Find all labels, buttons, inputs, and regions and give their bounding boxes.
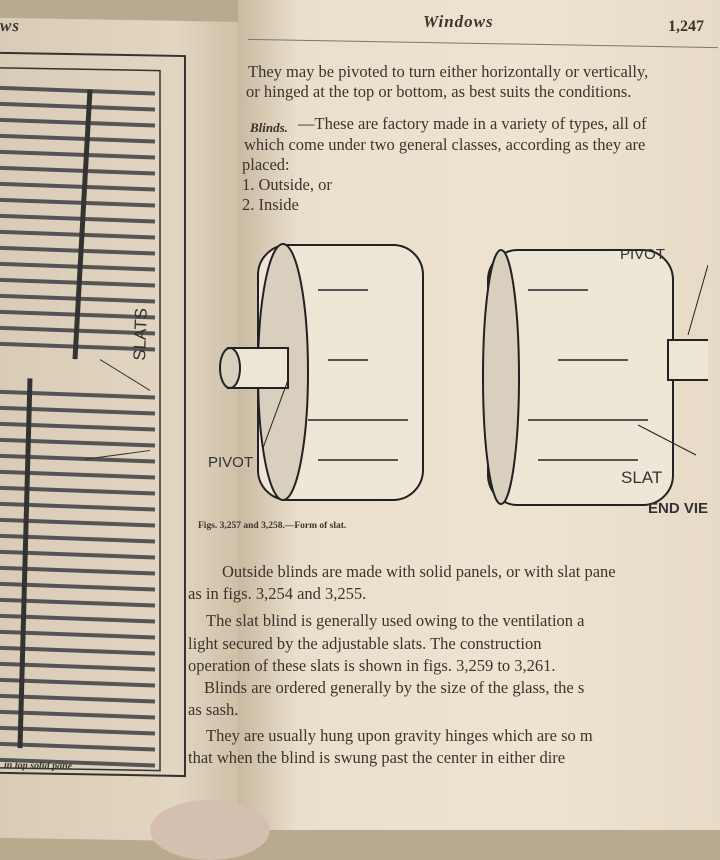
slat-line xyxy=(0,261,156,272)
slat-line xyxy=(0,405,156,416)
list-item-2: 2. Inside xyxy=(242,195,299,214)
slat-line xyxy=(0,133,156,144)
figure-caption: Figs. 3,257 and 3,258.—Form of slat. xyxy=(198,521,347,531)
pivot-label-right: PIVOT xyxy=(620,246,666,263)
slat-line xyxy=(0,197,156,208)
slat-line xyxy=(0,229,156,240)
slat-line xyxy=(0,757,156,768)
slat-line xyxy=(0,165,156,176)
slat-line xyxy=(0,741,156,752)
para1-line1: They may be pivoted to turn either horiz… xyxy=(248,62,649,81)
slat-line xyxy=(0,389,156,400)
left-running-head: ws xyxy=(0,15,20,36)
slat-line xyxy=(0,709,156,720)
slat-line xyxy=(0,453,156,464)
slat-line xyxy=(0,501,156,512)
slat-line xyxy=(0,517,156,528)
left-page: ws SLATS in top solid pane xyxy=(0,15,250,843)
page-number: 1,247 xyxy=(668,18,704,35)
slat-line xyxy=(0,421,156,432)
list-item-1: 1. Outside, or xyxy=(242,175,332,194)
slat-line xyxy=(0,677,156,688)
body-line: that when the blind is swung past the ce… xyxy=(188,748,566,767)
shutter-illustration xyxy=(0,51,186,778)
slat-line xyxy=(0,693,156,704)
slat-line xyxy=(0,101,156,112)
body-line: operation of these slats is shown in fig… xyxy=(188,656,556,675)
slat-line xyxy=(0,149,156,160)
slat-line xyxy=(0,181,156,192)
thumb xyxy=(150,800,270,860)
slat-line xyxy=(0,469,156,480)
end-view-label: END VIE xyxy=(648,500,709,517)
body-line: as in figs. 3,254 and 3,255. xyxy=(188,584,367,603)
slat-line xyxy=(0,437,156,448)
slats-label: SLATS xyxy=(130,307,151,362)
body-line: as sash. xyxy=(188,700,239,719)
header-rule xyxy=(248,38,718,49)
slat-line xyxy=(0,213,156,224)
body-line: light secured by the adjustable slats. T… xyxy=(188,634,542,653)
slat-illustration xyxy=(219,243,708,506)
right-page: Windows 1,247 They may be pivoted to tur… xyxy=(188,0,720,830)
slat-line xyxy=(0,629,156,640)
body-line: The slat blind is generally used owing t… xyxy=(206,611,585,630)
running-head: Windows xyxy=(423,12,494,31)
body-line: Blinds are ordered generally by the size… xyxy=(204,678,585,697)
slat-line xyxy=(0,117,156,128)
blinds-heading: Blinds. xyxy=(250,120,288,135)
slat-line xyxy=(0,645,156,656)
slat-line xyxy=(0,661,156,672)
para2-line2: which come under two general classes, ac… xyxy=(244,135,646,154)
slat-label: SLAT xyxy=(621,468,663,487)
body-line: Outside blinds are made with solid panel… xyxy=(222,562,616,581)
para2-line3: placed: xyxy=(242,155,290,174)
slat-line xyxy=(0,85,156,96)
slat-line xyxy=(0,245,156,256)
slat-line xyxy=(0,725,156,736)
body-line: They are usually hung upon gravity hinge… xyxy=(206,726,593,745)
para1-line2: or hinged at the top or bottom, as best … xyxy=(246,82,632,101)
para2-line1: —These are factory made in a variety of … xyxy=(298,114,647,133)
pivot-label-left: PIVOT xyxy=(208,454,254,471)
left-caption: in top solid pane xyxy=(4,759,73,773)
slat-line xyxy=(0,485,156,496)
